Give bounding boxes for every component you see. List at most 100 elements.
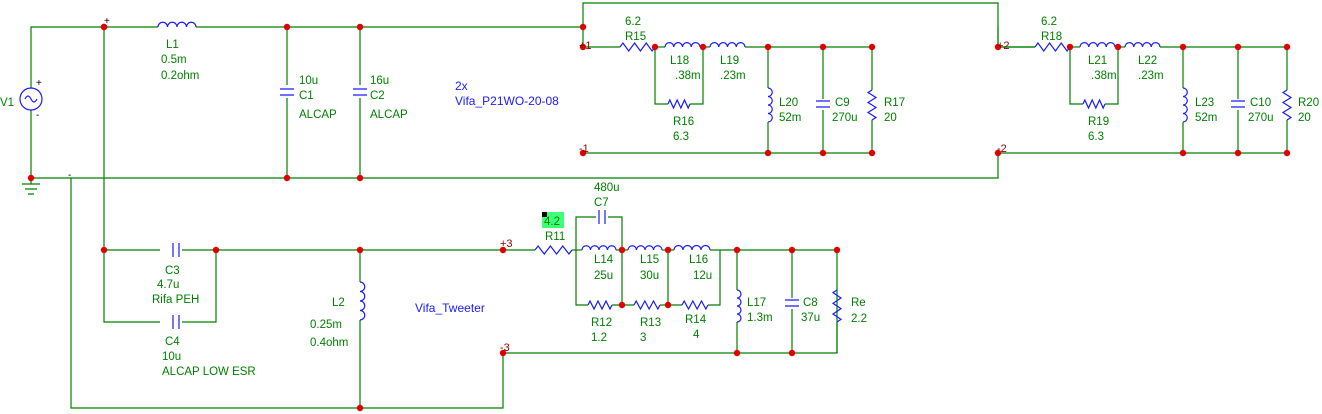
wire: [1069, 47, 1083, 105]
wire: [30, 26, 158, 88]
woofer-1-shunt-inductor: [767, 87, 773, 123]
junction-node: [868, 43, 876, 51]
R16-name: R16: [673, 116, 694, 128]
R17-value: 20: [884, 112, 897, 124]
junction-node: [833, 246, 841, 254]
L14-value: 25u: [594, 270, 613, 282]
junction-node: [1234, 149, 1242, 157]
C1-name: C1: [299, 90, 314, 102]
junction-node: [356, 404, 364, 412]
C3-capacitor: [172, 243, 180, 257]
junction-node: [819, 149, 827, 157]
wire: [690, 47, 704, 105]
L16-value: 12u: [693, 270, 712, 282]
wire: [575, 250, 588, 306]
woofer-1-shunt-capacitor: [816, 100, 830, 108]
C2-type: ALCAP: [370, 109, 408, 121]
L17-inductor: [736, 289, 742, 323]
V1-name: V1: [0, 97, 14, 109]
junction-node: [356, 23, 364, 31]
wire: [182, 250, 217, 323]
junction-node: [1114, 43, 1122, 51]
L15-name: L15: [640, 254, 659, 266]
R11-value-highlight: [542, 212, 564, 228]
L20-name: L20: [779, 97, 798, 109]
junction-node: [356, 174, 364, 182]
C2-name: C2: [370, 90, 385, 102]
woofer-2-shunt-inductor: [1182, 87, 1188, 123]
C8-capacitor: [785, 299, 799, 307]
woofer-2-series-resistor: [1034, 41, 1071, 53]
woofer-1-series-resistor: [619, 41, 656, 53]
plus-rail-sign: +: [104, 16, 110, 27]
junction-node: [788, 246, 796, 254]
R11-resistor: [534, 245, 573, 255]
junction-node: [994, 149, 1002, 157]
R12-value: 1.2: [591, 332, 607, 344]
R19-value: 6.3: [1088, 131, 1104, 143]
wire: [708, 250, 721, 306]
C9-value: 270u: [832, 112, 858, 124]
L1-value: 0.5m: [161, 54, 187, 66]
R13-resistor: [633, 299, 661, 311]
L22-name: L22: [1138, 55, 1157, 67]
C7-name: C7: [594, 197, 609, 209]
junction-node: [699, 43, 707, 51]
C1-type: ALCAP: [299, 109, 337, 121]
wire: [583, 120, 873, 154]
R13-value: 3: [640, 332, 646, 344]
junction-node: [1179, 149, 1187, 157]
junction-node: [27, 174, 35, 182]
C10-value: 270u: [1248, 112, 1274, 124]
woofer-2-shunt-capacitor: [1231, 100, 1245, 108]
wires: [22, 2, 1288, 409]
L21-value: .38m: [1091, 70, 1117, 82]
junction-node: [664, 301, 672, 309]
junction-node: [994, 43, 1002, 51]
junction-node: [579, 23, 587, 31]
L18-name: L18: [670, 55, 689, 67]
junction-node: [618, 301, 626, 309]
wire: [1105, 47, 1119, 105]
junction-node: [788, 349, 796, 357]
junction-node: [100, 23, 108, 31]
L23-name: L23: [1195, 97, 1214, 109]
C2-capacitor: [353, 88, 367, 96]
wire: [70, 178, 504, 409]
junction-node: [651, 43, 659, 51]
woofer-1-load-resistor: [866, 89, 878, 121]
net-minus-3: -3: [500, 342, 510, 354]
junction-node: [664, 246, 672, 254]
V1-minus-sign: -: [36, 110, 39, 121]
junction-node: [1066, 43, 1074, 51]
V1-wave: [24, 95, 38, 103]
L2-inductor: [359, 281, 366, 321]
ground-symbol: [22, 183, 40, 195]
junction-node: [868, 149, 876, 157]
junction-node: [764, 149, 772, 157]
junction-node: [1179, 43, 1187, 51]
C10-name: C10: [1250, 97, 1271, 109]
woofer-count-note: 2x: [455, 79, 468, 93]
L16-name: L16: [689, 254, 708, 266]
L15-inductor: [627, 245, 663, 251]
tweeter-driver-note: Vifa_Tweeter: [415, 301, 485, 315]
L19-name: L19: [720, 55, 739, 67]
L16-inductor: [673, 244, 711, 251]
Re-resistor: [831, 289, 843, 323]
wire: [196, 2, 999, 47]
junction-node: [1234, 43, 1242, 51]
net-minus-2: -2: [997, 143, 1007, 155]
C3-value: 4.7u: [157, 279, 179, 291]
junction-node: [499, 246, 507, 254]
L2-name: L2: [332, 297, 345, 309]
junction-node: [579, 149, 587, 157]
C8-value: 37u: [801, 312, 820, 324]
woofer-1-inductor-b: [709, 42, 746, 48]
wire: [575, 216, 596, 250]
C1-value: 10u: [299, 75, 318, 87]
R15-value: 6.2: [625, 16, 641, 28]
R17-name: R17: [884, 97, 905, 109]
C4-name: C4: [165, 336, 180, 348]
